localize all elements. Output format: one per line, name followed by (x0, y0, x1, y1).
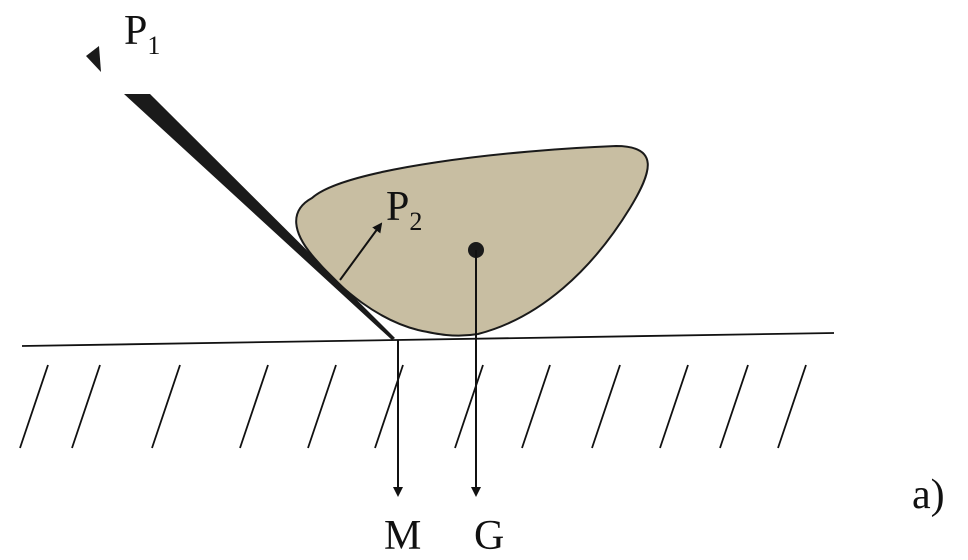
hatch-line (71, 364, 101, 449)
hatch-line (777, 364, 807, 449)
label-p1: P1 (124, 8, 160, 60)
label-g: G (474, 513, 504, 559)
hatch-line (239, 364, 269, 449)
hatch-line (454, 364, 484, 449)
hatch-line (659, 364, 689, 449)
ground-hatching (19, 364, 807, 449)
label-p2: P2 (386, 184, 422, 236)
material-body (295, 144, 649, 337)
hatch-line (591, 364, 621, 449)
knife-tip-fragment (86, 46, 101, 72)
p2-force-arrow (339, 222, 383, 281)
panel-label: a) (912, 472, 945, 518)
hatch-line (19, 364, 49, 449)
hatch-line (151, 364, 181, 449)
knife-blade (124, 94, 395, 340)
hatch-line (307, 364, 337, 449)
hatch-line (521, 364, 551, 449)
hatch-line (719, 364, 749, 449)
ground-line (21, 332, 835, 347)
label-m: M (384, 513, 421, 559)
